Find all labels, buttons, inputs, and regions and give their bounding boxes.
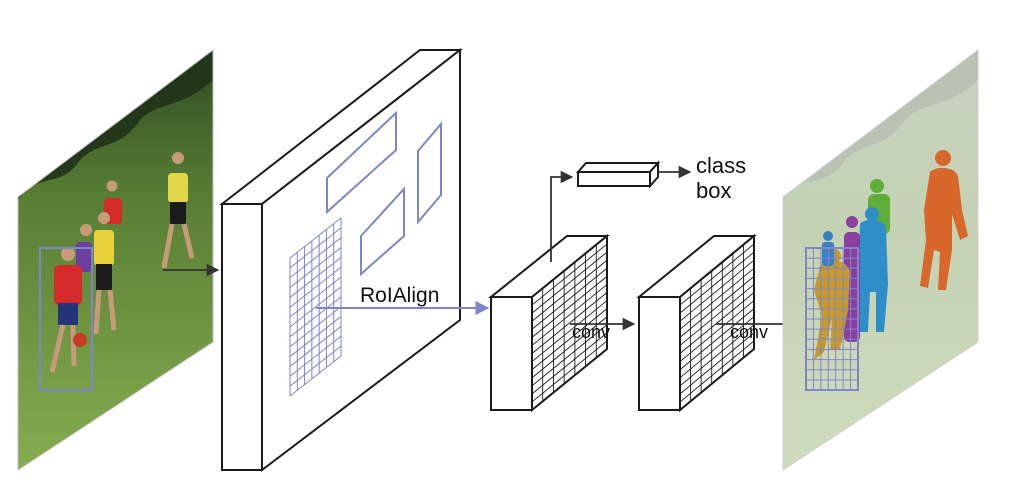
grid-line bbox=[679, 243, 755, 306]
mask-grid-overlay bbox=[806, 248, 858, 390]
grid-line bbox=[679, 340, 755, 403]
roialign-label: RoIAlign bbox=[360, 284, 439, 307]
class-label: class bbox=[696, 153, 746, 178]
block2-grid bbox=[679, 243, 755, 403]
grid-line bbox=[531, 316, 608, 379]
proposal-box-3 bbox=[417, 121, 442, 225]
grid-line bbox=[289, 355, 342, 397]
box-label: box bbox=[696, 178, 731, 203]
grid-line bbox=[289, 217, 342, 259]
grid-line bbox=[679, 332, 755, 395]
mask-blue bbox=[858, 207, 888, 332]
grid-line bbox=[679, 259, 755, 322]
grid-line bbox=[531, 267, 608, 330]
grid-line bbox=[679, 276, 755, 338]
block2-side bbox=[638, 296, 681, 411]
grid-line bbox=[531, 243, 608, 306]
grid-line bbox=[289, 276, 342, 318]
grid-line bbox=[531, 332, 608, 395]
grid-line bbox=[531, 284, 608, 346]
conv-label-1: conv bbox=[572, 322, 610, 342]
grid-line bbox=[289, 237, 342, 279]
grid-line bbox=[679, 292, 755, 354]
grid-line bbox=[289, 316, 342, 357]
grid-line bbox=[679, 251, 755, 314]
mask-purple bbox=[844, 216, 860, 342]
grid-line bbox=[289, 345, 342, 387]
roi-grid bbox=[289, 217, 342, 397]
grid-line bbox=[289, 335, 342, 377]
fc-layer bbox=[575, 160, 661, 189]
grid-line bbox=[289, 326, 342, 367]
roi-box-input bbox=[39, 247, 93, 391]
grid-line bbox=[679, 316, 755, 379]
grid-line bbox=[289, 266, 342, 308]
proposal-box-2 bbox=[360, 186, 405, 277]
grid-line bbox=[679, 324, 755, 387]
grid-line bbox=[531, 276, 608, 338]
grid-line bbox=[679, 267, 755, 330]
roi-box-output bbox=[805, 247, 859, 391]
conv-label-2: conv bbox=[730, 322, 768, 342]
region-proposals bbox=[326, 110, 442, 277]
proposal-box-1 bbox=[326, 110, 397, 215]
input-image bbox=[17, 48, 214, 471]
arrow-to-fc bbox=[550, 170, 574, 262]
feature-map-side bbox=[221, 203, 263, 471]
grid-line bbox=[679, 284, 755, 346]
grid-line bbox=[531, 300, 608, 362]
grid-line bbox=[531, 340, 608, 403]
grid-line bbox=[531, 308, 608, 370]
grid-line bbox=[289, 296, 342, 338]
grid-line bbox=[289, 227, 342, 269]
grid-line bbox=[531, 292, 608, 354]
instance-masks bbox=[814, 150, 968, 360]
grid-line bbox=[679, 300, 755, 362]
grid-line bbox=[289, 257, 342, 298]
grid-line bbox=[679, 308, 755, 370]
player-figures bbox=[49, 152, 195, 373]
grid-line bbox=[289, 247, 342, 288]
mask-orange bbox=[920, 150, 968, 290]
grid-line bbox=[531, 324, 608, 387]
output-image bbox=[782, 48, 979, 471]
grid-line bbox=[289, 286, 342, 328]
grid-line bbox=[531, 251, 608, 314]
roi-feature-block-2 bbox=[636, 233, 757, 413]
block1-side bbox=[490, 296, 533, 411]
grid-line bbox=[289, 306, 342, 348]
grid-line bbox=[531, 259, 608, 322]
block1-grid bbox=[531, 243, 608, 403]
